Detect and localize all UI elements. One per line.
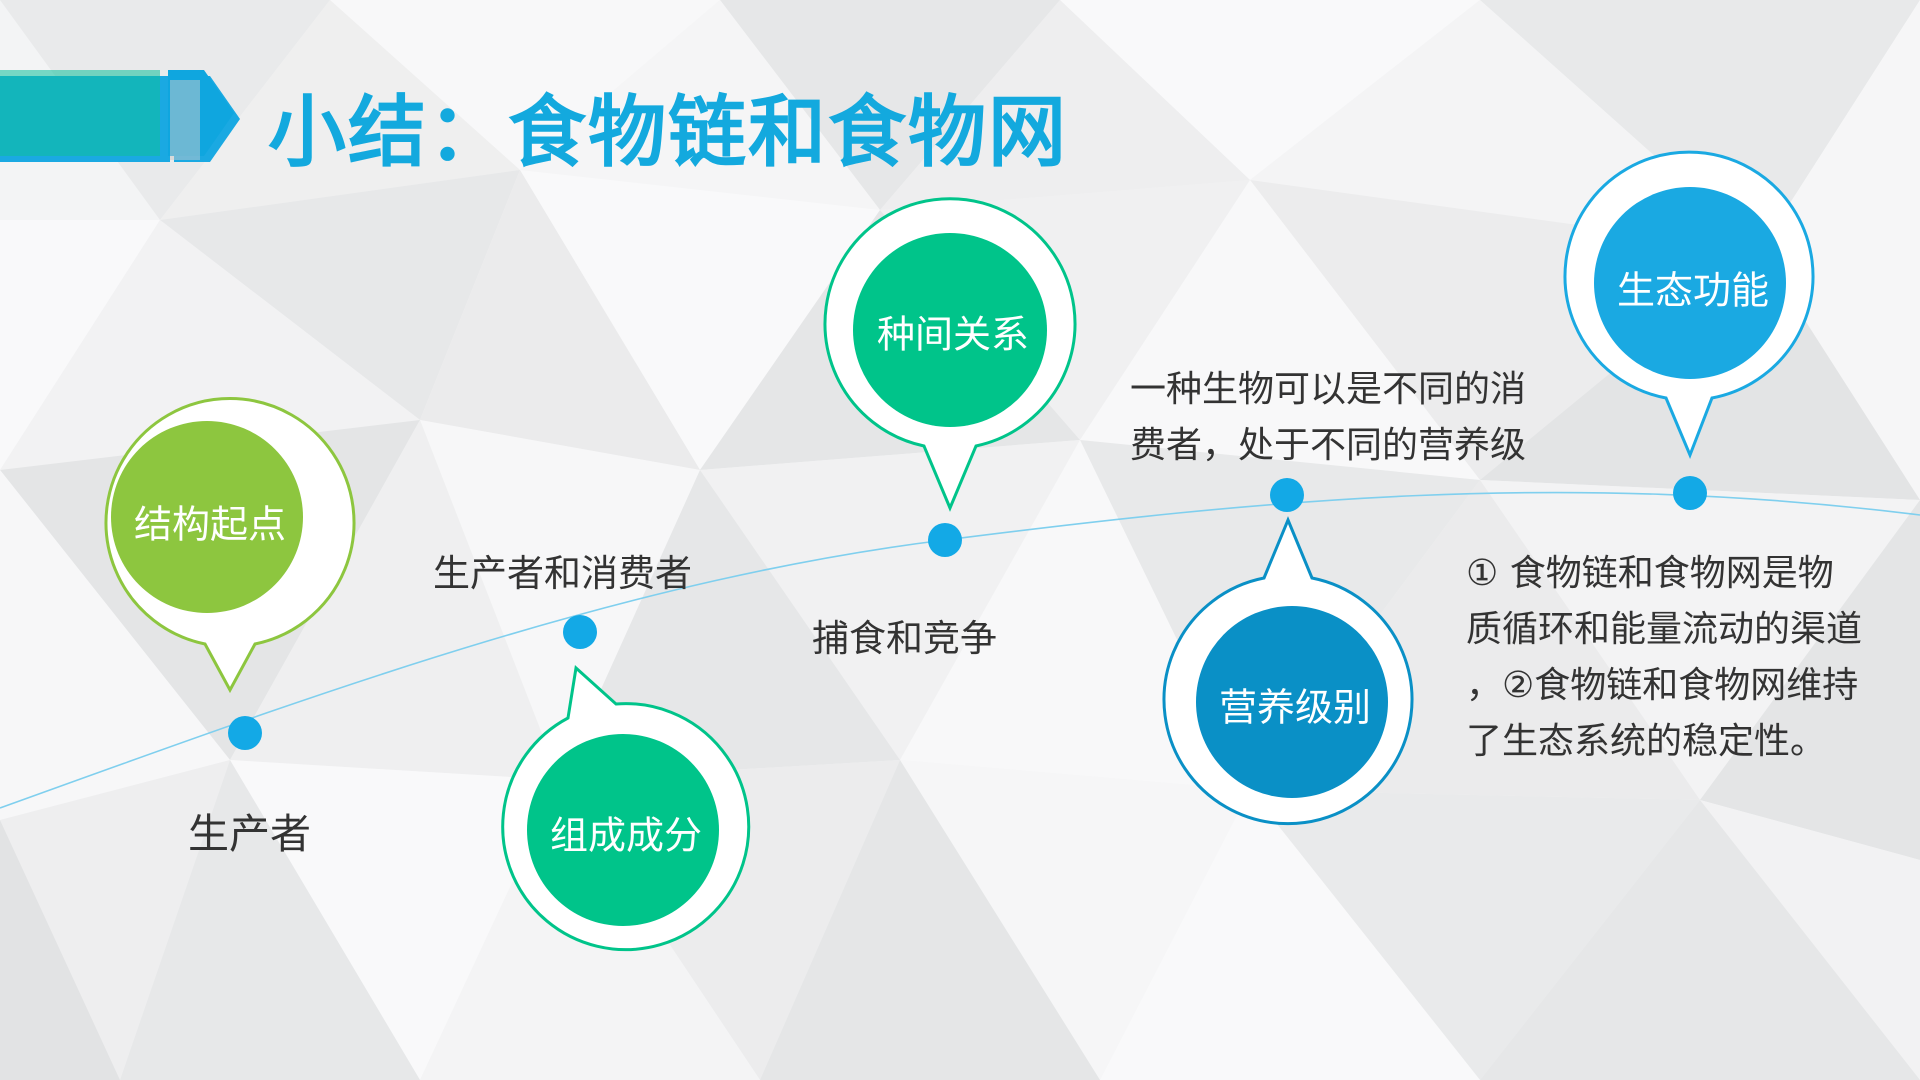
caption-line: ，②食物链和食物网维持 <box>1466 665 1859 706</box>
timeline-dot-4 <box>1270 478 1304 512</box>
caption-producer: 生产者 <box>188 810 311 858</box>
pin-marker-interspecies <box>823 197 1077 512</box>
caption-predation-competition: 捕食和竞争 <box>812 617 997 660</box>
pin-marker-structure-start <box>104 397 356 694</box>
bubble-label-components: 组成成分 <box>549 813 703 858</box>
bubble-label-interspecies: 种间关系 <box>876 312 1030 357</box>
caption-producer-consumer: 生产者和消费者 <box>433 552 692 595</box>
bubble-label-ecological-function: 生态功能 <box>1616 268 1770 313</box>
bubble-label-trophic-level: 营养级别 <box>1218 685 1372 730</box>
timeline-dot-1 <box>228 716 262 750</box>
pin-marker-ecological-function <box>1563 150 1815 460</box>
caption-trophic-description: 一种生物可以是不同的消 费者，处于不同的营养级 <box>1130 362 1526 474</box>
caption-line: 一种生物可以是不同的消 <box>1130 369 1527 410</box>
bubble-label-structure-start: 结构起点 <box>133 502 287 547</box>
caption-line: 质循环和能量流动的渠道 <box>1466 609 1863 650</box>
pin-marker-components <box>501 665 751 952</box>
timeline-dot-2 <box>563 615 597 649</box>
title-arrow-icon <box>0 70 240 162</box>
slide-title: 小结：食物链和食物网 <box>268 88 1069 178</box>
timeline-dot-5 <box>1673 476 1707 510</box>
caption-line: 了生态系统的稳定性。 <box>1466 721 1827 762</box>
caption-function-description: ① 食物链和食物网是物 质循环和能量流动的渠道 ，②食物链和食物网维持 了生态系… <box>1466 546 1862 770</box>
pin-marker-trophic-level <box>1162 516 1414 826</box>
caption-line: ① 食物链和食物网是物 <box>1466 553 1834 594</box>
caption-line: 费者，处于不同的营养级 <box>1130 425 1527 466</box>
timeline-dot-3 <box>928 523 962 557</box>
